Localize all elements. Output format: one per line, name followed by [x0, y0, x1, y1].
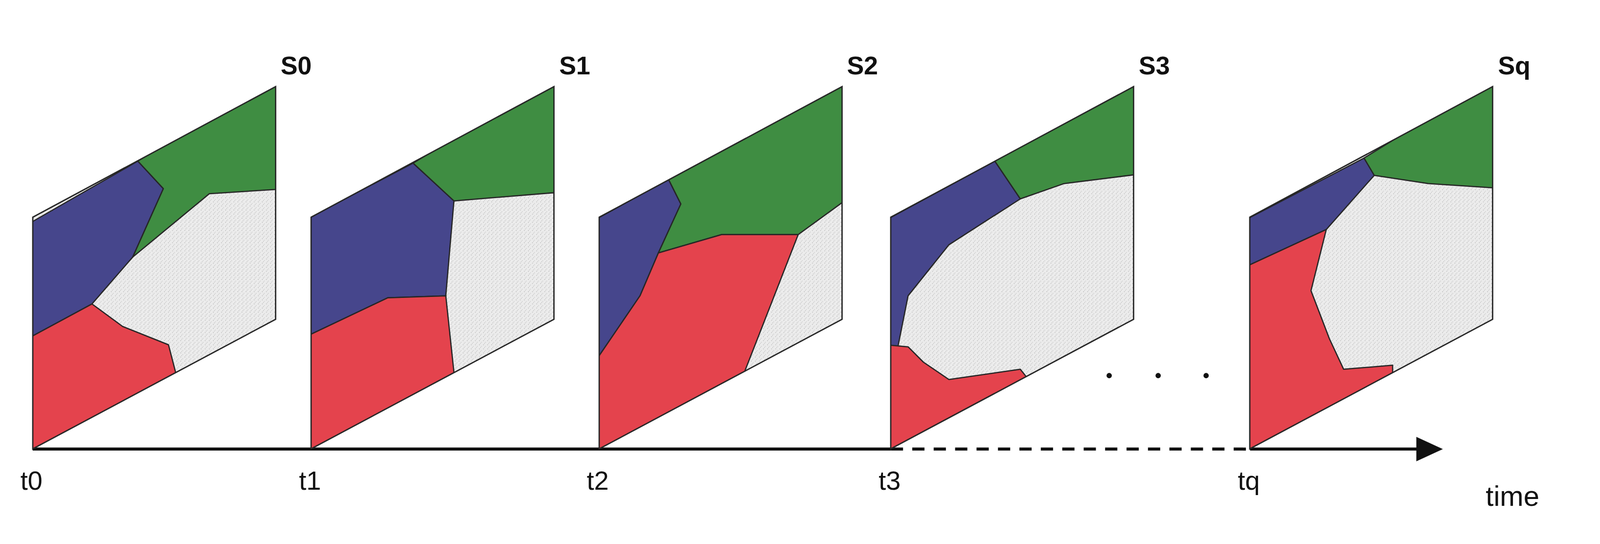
time-tick-label: t3	[878, 467, 901, 494]
time-axis	[32, 447, 891, 451]
axis-label: time	[1485, 481, 1540, 511]
arrow-head	[1416, 436, 1443, 462]
time-axis-dashed	[890, 447, 1250, 451]
time-slice-panel: S2	[599, 86, 842, 450]
panel-outline	[890, 86, 1134, 450]
state-label: S3	[1138, 52, 1171, 79]
state-label: Sq	[1497, 52, 1531, 79]
partition-map	[1249, 86, 1493, 450]
green-region	[658, 71, 855, 253]
state-label: S0	[280, 52, 313, 79]
regions	[593, 71, 855, 480]
green-region	[413, 71, 567, 202]
panel-outline	[1249, 86, 1493, 450]
time-slice-panel: S0	[32, 86, 276, 450]
regions	[1244, 71, 1506, 480]
regions	[306, 71, 567, 480]
partition-map	[32, 86, 276, 450]
time-tick-label: tq	[1237, 467, 1260, 494]
partition-map	[890, 86, 1134, 450]
red-region	[306, 295, 454, 480]
time-slice-panel: S1	[311, 86, 554, 450]
regions	[27, 71, 288, 480]
state-label: S2	[846, 52, 879, 79]
time-tick-label: t1	[298, 467, 321, 494]
blue-region	[885, 161, 1021, 353]
time-tick-label: t2	[586, 467, 609, 494]
panel-outline	[32, 86, 276, 450]
red-region	[1244, 229, 1393, 480]
red-region	[885, 344, 1029, 480]
red-region	[27, 304, 176, 480]
regions	[885, 71, 1147, 480]
ellipsis-dot	[1106, 372, 1112, 379]
time-slice-panel: S3	[890, 86, 1134, 450]
green-region	[1364, 71, 1506, 189]
partition-map	[599, 86, 842, 450]
time-slice-panel: Sq	[1249, 86, 1493, 450]
partition-map	[311, 86, 554, 450]
green-region	[994, 71, 1147, 200]
panel-outline	[311, 86, 554, 450]
time-tick-label: t0	[20, 467, 43, 494]
green-region	[132, 71, 288, 258]
state-label: S1	[559, 52, 591, 79]
red-region	[593, 234, 798, 480]
ellipsis-dot	[1155, 372, 1161, 379]
time-axis	[1249, 447, 1420, 451]
panel-outline	[599, 86, 842, 450]
ellipsis-dot	[1203, 372, 1209, 379]
